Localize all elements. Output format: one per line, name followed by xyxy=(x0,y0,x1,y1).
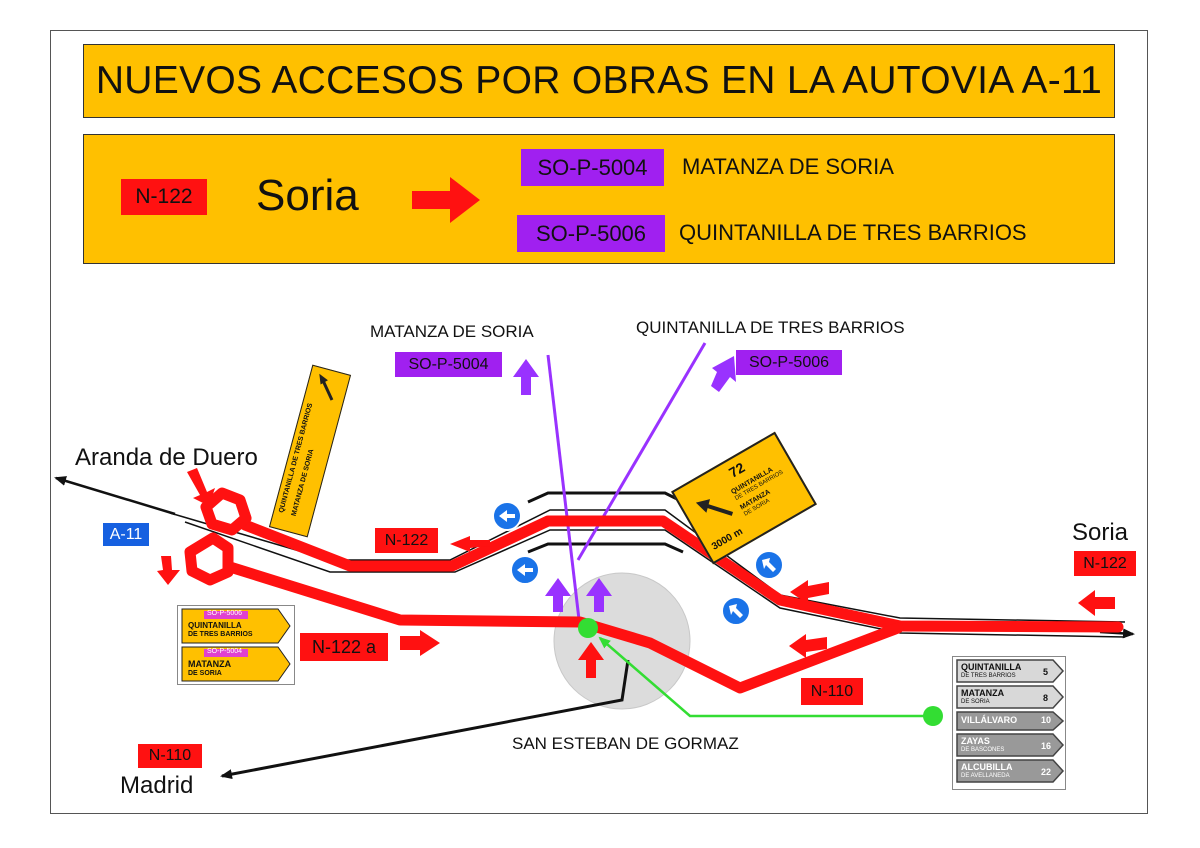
arrow-icon xyxy=(187,468,215,506)
tag-so-p-5006: SO-P-5006 xyxy=(736,350,842,375)
place-quintanilla: QUINTANILLA DE TRES BARRIOS xyxy=(636,318,905,337)
overpass-bottom xyxy=(527,542,684,554)
sign-diagonal-left: QUINTANILLA DE TRES BARRIOS MATANZA DE S… xyxy=(268,364,352,538)
roundabout-upper xyxy=(200,487,252,536)
arrow-icon xyxy=(578,642,604,678)
tag-n110-left: N-110 xyxy=(138,744,202,768)
place-san-esteban: SAN ESTEBAN DE GORMAZ xyxy=(512,734,739,753)
arrow-icon xyxy=(450,536,490,552)
place-madrid: Madrid xyxy=(120,772,194,799)
sign-panel-left: SO-P-5006 QUINTANILLA DE TRES BARRIOS SO… xyxy=(177,605,295,685)
highway-line-lower xyxy=(184,521,1126,638)
arrow-icon xyxy=(586,578,612,612)
signal-icon xyxy=(721,596,751,626)
dist-name-5: ALCUBILLA xyxy=(961,762,1013,772)
place-aranda: Aranda de Duero xyxy=(75,444,258,471)
tag-n122a: N-122 a xyxy=(300,633,388,661)
legend-route-code-2: SO-P-5006 xyxy=(517,215,665,252)
arrow-icon xyxy=(711,356,736,392)
dist-sub-4: DE BASCONES xyxy=(961,747,1005,753)
arrow-icon xyxy=(789,634,827,658)
road-n122a xyxy=(224,561,904,694)
arrow-icon xyxy=(400,630,440,656)
route-so-p-5006-line xyxy=(576,342,707,561)
legend-panel: N-122 Soria SO-P-5004 MATANZA DE SORIA S… xyxy=(83,134,1115,264)
location-pointer-line xyxy=(598,636,925,718)
legend-route-name-2: QUINTANILLA DE TRES BARRIOS xyxy=(679,220,1027,245)
sign-panel-distances: QUINTANILLA DE TRES BARRIOS 5 MATANZA DE… xyxy=(952,656,1066,790)
location-dot-town xyxy=(578,618,598,638)
map-frame xyxy=(50,30,1148,814)
overpass-top xyxy=(527,491,684,504)
arrow-icon xyxy=(157,556,180,585)
route-so-p-5004-line xyxy=(546,354,582,629)
legend-route-name-1: MATANZA DE SORIA xyxy=(682,154,894,179)
arrow-icon xyxy=(545,578,571,612)
dist-name-4: ZAYAS xyxy=(961,736,990,746)
road-n122 xyxy=(239,515,1124,633)
arrow-up-left-icon xyxy=(695,499,734,516)
tag-so-p-5004: SO-P-5004 xyxy=(395,352,502,377)
tag-n110-mid: N-110 xyxy=(801,678,863,705)
road-to-madrid xyxy=(220,659,630,780)
dist-sub-5: DE AVELLANEDA xyxy=(961,773,1010,779)
location-dot-sign xyxy=(923,706,943,726)
place-matanza: MATANZA DE SORIA xyxy=(370,322,534,341)
roundabout-lower xyxy=(184,532,234,586)
dist-sub-2: DE SORIA xyxy=(961,699,990,705)
place-soria: Soria xyxy=(1072,519,1129,546)
arrow-icon xyxy=(513,359,539,395)
dist-km-3: 10 xyxy=(1041,715,1052,725)
legend-road-code: N-122 xyxy=(121,179,207,215)
dist-name-1: QUINTANILLA xyxy=(961,662,1022,672)
dist-name-2: MATANZA xyxy=(961,688,1005,698)
tag-a11: A-11 xyxy=(103,523,149,546)
dist-km-1: 5 xyxy=(1043,667,1049,677)
tag-n122-mid: N-122 xyxy=(375,528,438,553)
highway-to-aranda xyxy=(54,476,176,516)
dist-name-3: VILLÁLVARO xyxy=(961,715,1018,725)
signal-icon xyxy=(492,501,522,531)
sign-diagonal-right: 3000 m 72 QUINTANILLA DE TRES BARRIOS MA… xyxy=(671,431,817,565)
tag-n122-right: N-122 xyxy=(1074,551,1136,576)
arrow-icon xyxy=(790,580,829,604)
sign-left-line-1b: DE TRES BARRIOS xyxy=(188,631,253,638)
legend-destination: Soria xyxy=(256,171,359,220)
signal-icon xyxy=(754,550,784,580)
dist-km-5: 22 xyxy=(1041,767,1052,777)
arrow-up-left-icon xyxy=(319,373,334,401)
dist-km-4: 16 xyxy=(1041,741,1052,751)
arrow-icon xyxy=(1078,590,1115,616)
sign-left-line-2b: DE SORIA xyxy=(188,670,222,677)
sign-left-code-1: SO-P-5006 xyxy=(207,610,243,617)
town-area xyxy=(553,572,691,710)
sign-diag-right-top: 72 xyxy=(726,459,748,481)
legend-arrow-icon xyxy=(412,177,480,223)
dist-sub-1: DE TRES BARRIOS xyxy=(961,673,1016,679)
map-title: NUEVOS ACCESOS POR OBRAS EN LA AUTOVIA A… xyxy=(83,44,1115,118)
dist-km-2: 8 xyxy=(1043,693,1049,703)
sign-left-line-1a: QUINTANILLA xyxy=(188,621,242,630)
legend-route-code-1: SO-P-5004 xyxy=(521,149,664,186)
sign-left-line-2a: MATANZA xyxy=(188,659,232,669)
sign-left-code-2: SO-P-5004 xyxy=(207,648,243,655)
signal-icon xyxy=(510,555,540,585)
